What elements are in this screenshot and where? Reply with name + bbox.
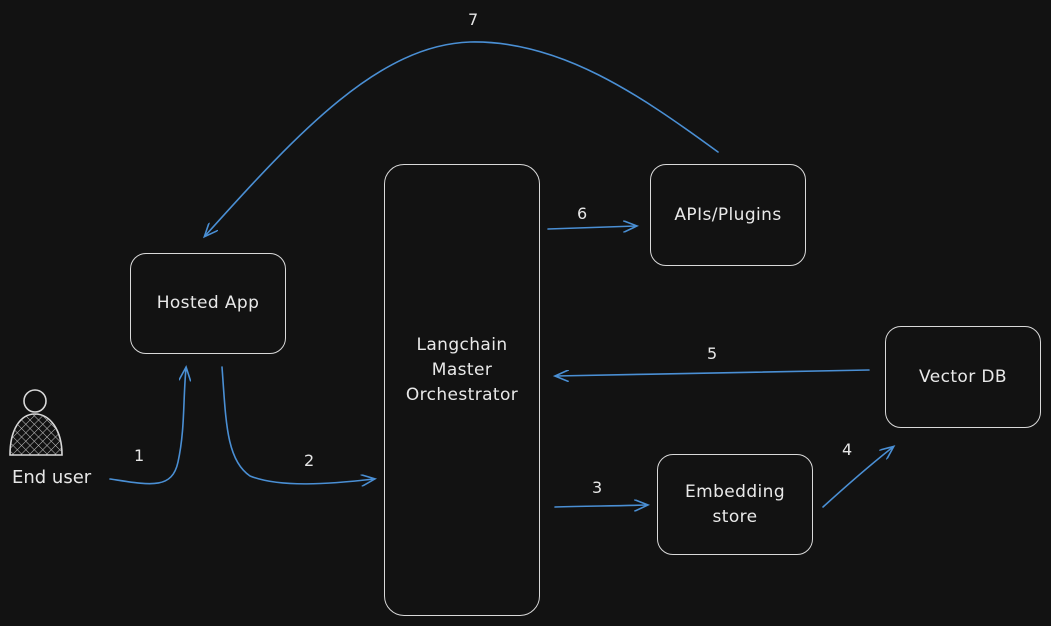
step-6-label: 6 bbox=[577, 204, 588, 223]
step-5-label: 5 bbox=[707, 344, 718, 363]
hosted-app-label: Hosted App bbox=[156, 293, 260, 313]
arrow-1 bbox=[109, 368, 186, 485]
vector-db-label: Vector DB bbox=[919, 366, 1007, 387]
apis-plugins-label: APIs/Plugins bbox=[674, 204, 782, 225]
step-2-label: 2 bbox=[304, 451, 315, 470]
step-1-label: 1 bbox=[134, 446, 145, 465]
arrow-6 bbox=[547, 226, 636, 229]
orchestrator-node: Langchain Master Orchestrator bbox=[384, 164, 540, 616]
step-4-label: 4 bbox=[842, 440, 853, 459]
person-icon bbox=[9, 389, 63, 456]
arrow-4 bbox=[822, 447, 893, 508]
orchestrator-label: Langchain Master Orchestrator bbox=[405, 334, 519, 405]
arrow-2 bbox=[221, 366, 374, 484]
vector-db-node: Vector DB bbox=[885, 326, 1041, 428]
embedding-store-label: Embedding store bbox=[684, 481, 786, 527]
end-user-label: End user bbox=[12, 467, 92, 488]
hosted-app-node: Hosted App bbox=[130, 253, 286, 354]
arrow-7 bbox=[205, 41, 719, 236]
embedding-store-node: Embedding store bbox=[657, 454, 813, 555]
arrow-3 bbox=[554, 505, 647, 507]
apis-plugins-node: APIs/Plugins bbox=[650, 164, 806, 266]
step-3-label: 3 bbox=[592, 478, 603, 497]
arrow-5 bbox=[556, 369, 870, 376]
step-7-label: 7 bbox=[468, 10, 479, 29]
